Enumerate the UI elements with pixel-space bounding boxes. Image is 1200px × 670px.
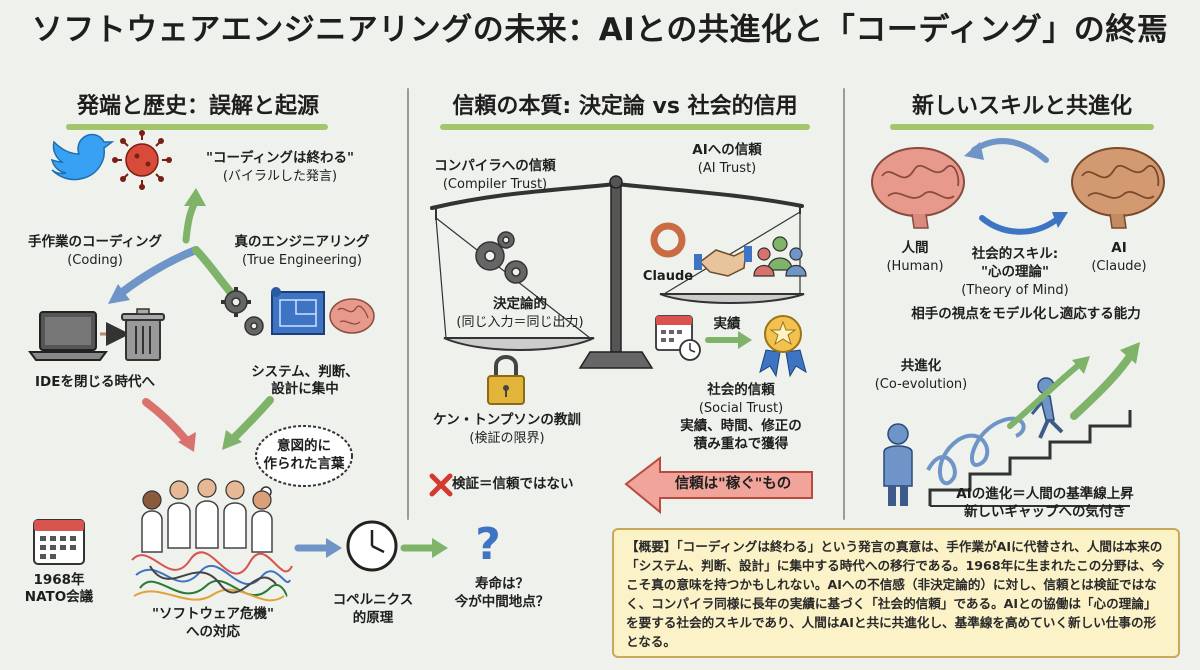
- human-figure-icon: [883, 423, 913, 506]
- baseline-label-2: 新しいギャップへの気付き: [964, 504, 1126, 520]
- social-trust-desc-1: 実績、時間、修正の: [680, 418, 802, 434]
- section-underline-skills: [890, 124, 1154, 130]
- trash-can-icon: [121, 308, 165, 361]
- claude-logo-icon: [650, 222, 686, 258]
- social-trust-label: 社会的信頼: [707, 382, 775, 398]
- thompson-label-1: ケン・トンプソンの教訓: [433, 412, 581, 428]
- laptop-icon: [28, 311, 108, 361]
- summary-box: 【概要】「コーディングは終わる」という発言の真意は、手作業がAIに代替され、人間…: [612, 528, 1180, 658]
- brain-icon: [1071, 147, 1165, 229]
- lock-icon: [487, 355, 525, 405]
- intentional-label-1: 意図的に: [277, 438, 331, 454]
- nato-label-1: 1968年: [33, 572, 85, 588]
- arrow-left-blue: [116, 246, 200, 298]
- crisis-label-1: "ソフトウェア危機": [151, 606, 275, 622]
- true-eng-label-en: (True Engineering): [242, 253, 362, 268]
- lifespan-label-1: 寿命は？: [475, 576, 529, 592]
- calendar-icon: [33, 519, 85, 565]
- clock-icon: [346, 520, 398, 572]
- compiler-trust-label-en: (Compiler Trust): [442, 177, 548, 192]
- coevolution-label: 共進化: [900, 358, 942, 374]
- viral-quote-label: "コーディングは終わる": [205, 150, 355, 166]
- question-mark-icon: ?: [475, 519, 501, 570]
- social-skill-label-3: (Theory of Mind): [961, 283, 1069, 298]
- human-label-en: (Human): [886, 259, 944, 274]
- section-title-skills: 新しいスキルと共進化: [911, 94, 1132, 119]
- ability-label: 相手の視点をモデル化し適応する能力: [911, 306, 1141, 322]
- ai-trust-label: AIへの信頼: [692, 142, 762, 158]
- verify-not-trust-label: 検証＝信頼ではない: [452, 476, 574, 492]
- ide-label: IDEを閉じる時代へ: [35, 374, 155, 390]
- ai-label: AI: [1111, 240, 1127, 256]
- virus-icon: [112, 130, 172, 190]
- blueprint-icon: [271, 287, 325, 335]
- deterministic-label-1: 決定論的: [493, 296, 547, 312]
- copernicus-label-1: コペルニクス: [332, 592, 414, 608]
- intentional-label-2: 作られた言葉: [263, 456, 345, 472]
- copernicus-label-2: 的原理: [352, 610, 394, 626]
- arrow-right-green: [192, 246, 236, 298]
- ai-label-en: (Claude): [1091, 259, 1147, 274]
- human-label: 人間: [901, 240, 929, 256]
- true-eng-label: 真のエンジニアリング: [234, 234, 370, 250]
- crisis-label-2: への対応: [186, 624, 240, 640]
- coding-label-en: (Coding): [67, 253, 123, 268]
- earned-trust-arrow: [624, 455, 813, 515]
- social-trust-desc-2: 積み重ねで獲得: [693, 436, 789, 452]
- system-focus-label-1: システム、判断、: [251, 364, 359, 380]
- award-medal-icon: [759, 315, 807, 378]
- section-underline-origin: [66, 124, 328, 130]
- stairs-icon: [928, 410, 1132, 507]
- ai-trust-label-en: (AI Trust): [697, 161, 757, 176]
- tangled-engineers-icon: [131, 478, 293, 602]
- lifespan-label-2: 今が中間地点？: [454, 594, 550, 610]
- coevolution-label-en: (Co-evolution): [874, 377, 968, 392]
- handshake-icon: [694, 246, 752, 277]
- people-group-icon: [753, 236, 807, 277]
- column-divider-2: [843, 88, 845, 520]
- compiler-trust-label: コンパイラへの信頼: [434, 158, 556, 174]
- claude-label: Claude: [642, 269, 694, 284]
- social-skill-label-2: "心の理論": [980, 264, 1050, 280]
- brain-icon: [329, 298, 375, 334]
- passed-label: 実績: [713, 316, 741, 332]
- viral-quote-sub: (バイラルした発言): [222, 169, 338, 184]
- column-divider-1: [407, 88, 409, 520]
- social-trust-label-en: (Social Trust): [698, 401, 784, 416]
- gears-icon: [475, 231, 528, 284]
- calendar-icon: [655, 315, 701, 361]
- section-title-origin: 発端と歴史：誤解と起源: [76, 94, 319, 119]
- section-title-trust: 信頼の本質: 決定論 vs 社会的信用: [452, 94, 798, 119]
- coding-label: 手作業のコーディング: [27, 234, 163, 250]
- social-skill-label-1: 社会的スキル:: [971, 246, 1059, 262]
- cross-mark-icon: [429, 473, 453, 497]
- section-underline-trust: [440, 124, 810, 130]
- earned-trust-label: 信頼は"稼ぐ"もの: [674, 476, 792, 492]
- twitter-bird-icon: [50, 133, 115, 181]
- system-focus-label-2: 設計に集中: [271, 381, 339, 397]
- deterministic-label-2: (同じ入力＝同じ出力): [456, 315, 584, 330]
- baseline-label-1: AIの進化＝人間の基準線上昇: [956, 486, 1134, 502]
- gears-icon: [221, 287, 264, 336]
- brain-icon: [871, 147, 965, 229]
- main-title: ソフトウェアエンジニアリングの未来：AIとの共進化と「コーディング」の終焉: [31, 12, 1169, 48]
- nato-label-2: NATO会議: [24, 589, 94, 605]
- thompson-label-2: (検証の限界): [469, 431, 545, 446]
